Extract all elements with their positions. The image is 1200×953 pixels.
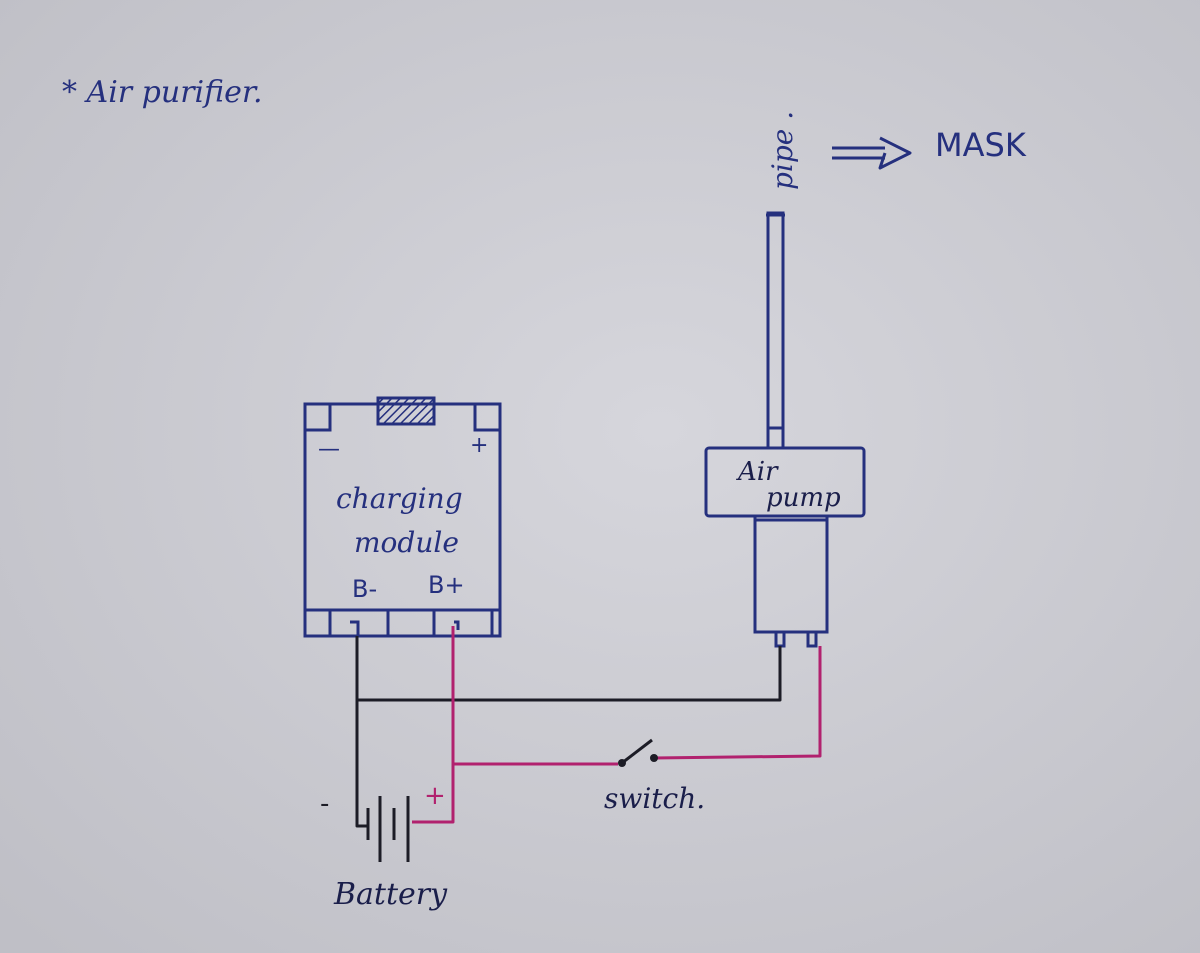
b-minus-label: B- <box>352 575 377 603</box>
pipe-label: pipe . <box>766 111 799 190</box>
switch-symbol <box>618 738 658 767</box>
charging-module <box>303 396 502 638</box>
module-minus-label: — <box>318 437 340 462</box>
charging-module-label-line1: charging <box>336 482 463 515</box>
air-pump-label-line2: pump <box>766 483 841 513</box>
usb-port-icon <box>376 396 436 426</box>
mask-label: MASK <box>935 126 1027 164</box>
module-plus-label: + <box>470 433 488 458</box>
switch-label: switch. <box>604 782 705 815</box>
battery-symbol <box>366 796 410 862</box>
positive-wire <box>412 626 822 824</box>
air-pump-label-line1: Air <box>736 457 779 487</box>
battery-minus-label: - <box>320 789 329 819</box>
charging-module-label-line2: module <box>354 526 459 559</box>
b-plus-label: B+ <box>428 571 465 599</box>
battery-label: Battery <box>333 877 448 912</box>
page-title: * Air purifier. <box>62 75 262 110</box>
arrow-right-icon <box>832 136 912 170</box>
battery-plus-label: + <box>424 781 446 811</box>
negative-wire <box>355 636 782 828</box>
